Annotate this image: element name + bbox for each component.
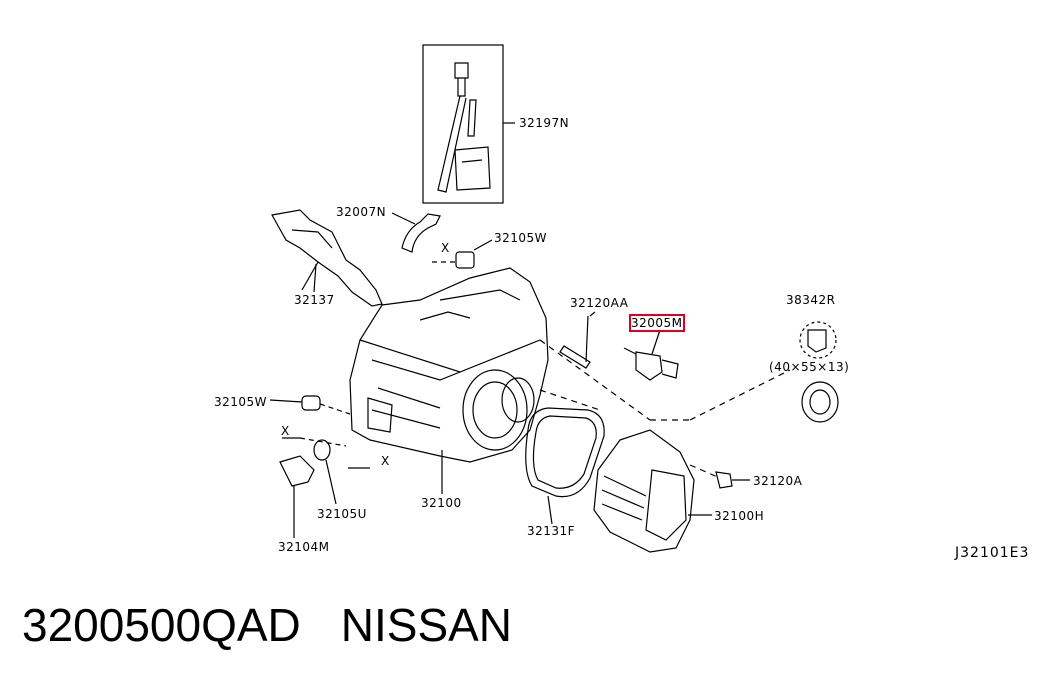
- label-x-top: X: [441, 241, 450, 255]
- label-x-right: X: [381, 454, 390, 468]
- label-32100H[interactable]: 32100H: [714, 509, 765, 523]
- brand-name: NISSAN: [340, 599, 513, 651]
- transmission-case-illustration: [349, 267, 549, 463]
- drain-plug-illustration: [279, 437, 370, 538]
- label-32197N[interactable]: 32197N: [519, 116, 570, 130]
- breather-left-illustration: [301, 395, 321, 411]
- oil-seal-illustration: [799, 321, 839, 423]
- sensor-32005M-illustration: [623, 329, 679, 381]
- label-32104M[interactable]: 32104M: [278, 540, 330, 554]
- label-38342R[interactable]: 38342R: [786, 293, 836, 307]
- label-32105U[interactable]: 32105U: [317, 507, 367, 521]
- part-number: 3200500QAD: [22, 599, 301, 651]
- label-32120A[interactable]: 32120A: [753, 474, 803, 488]
- label-x-left: X: [281, 424, 290, 438]
- label-32005M[interactable]: 32005M: [629, 314, 685, 332]
- label-32131F[interactable]: 32131F: [527, 524, 576, 538]
- label-32007N[interactable]: 32007N: [336, 205, 387, 219]
- label-32100[interactable]: 32100: [421, 496, 462, 510]
- diagram-reference-code: J32101E3: [955, 545, 1030, 561]
- gasket-illustration: [525, 407, 605, 498]
- label-32137[interactable]: 32137: [294, 293, 335, 307]
- breather-top-illustration: [455, 251, 475, 269]
- case-cover-illustration: [593, 429, 695, 553]
- bracket-32137-illustration: [271, 209, 383, 307]
- bolt-32120AA-illustration: [559, 345, 591, 369]
- exploded-parts-diagram: [269, 44, 839, 553]
- label-seal-size: (40×55×13): [769, 360, 850, 374]
- dipstick-illustration: [437, 62, 491, 193]
- dipstick-kit-box: [422, 44, 504, 204]
- page-title: 3200500QAD NISSAN: [22, 598, 552, 652]
- bolt-32120A-illustration: [715, 471, 733, 489]
- label-32120AA[interactable]: 32120AA: [570, 296, 629, 310]
- label-32105W-left[interactable]: 32105W: [214, 395, 268, 409]
- label-32105W-top[interactable]: 32105W: [494, 231, 548, 245]
- dipstick-tube-illustration: [391, 212, 441, 253]
